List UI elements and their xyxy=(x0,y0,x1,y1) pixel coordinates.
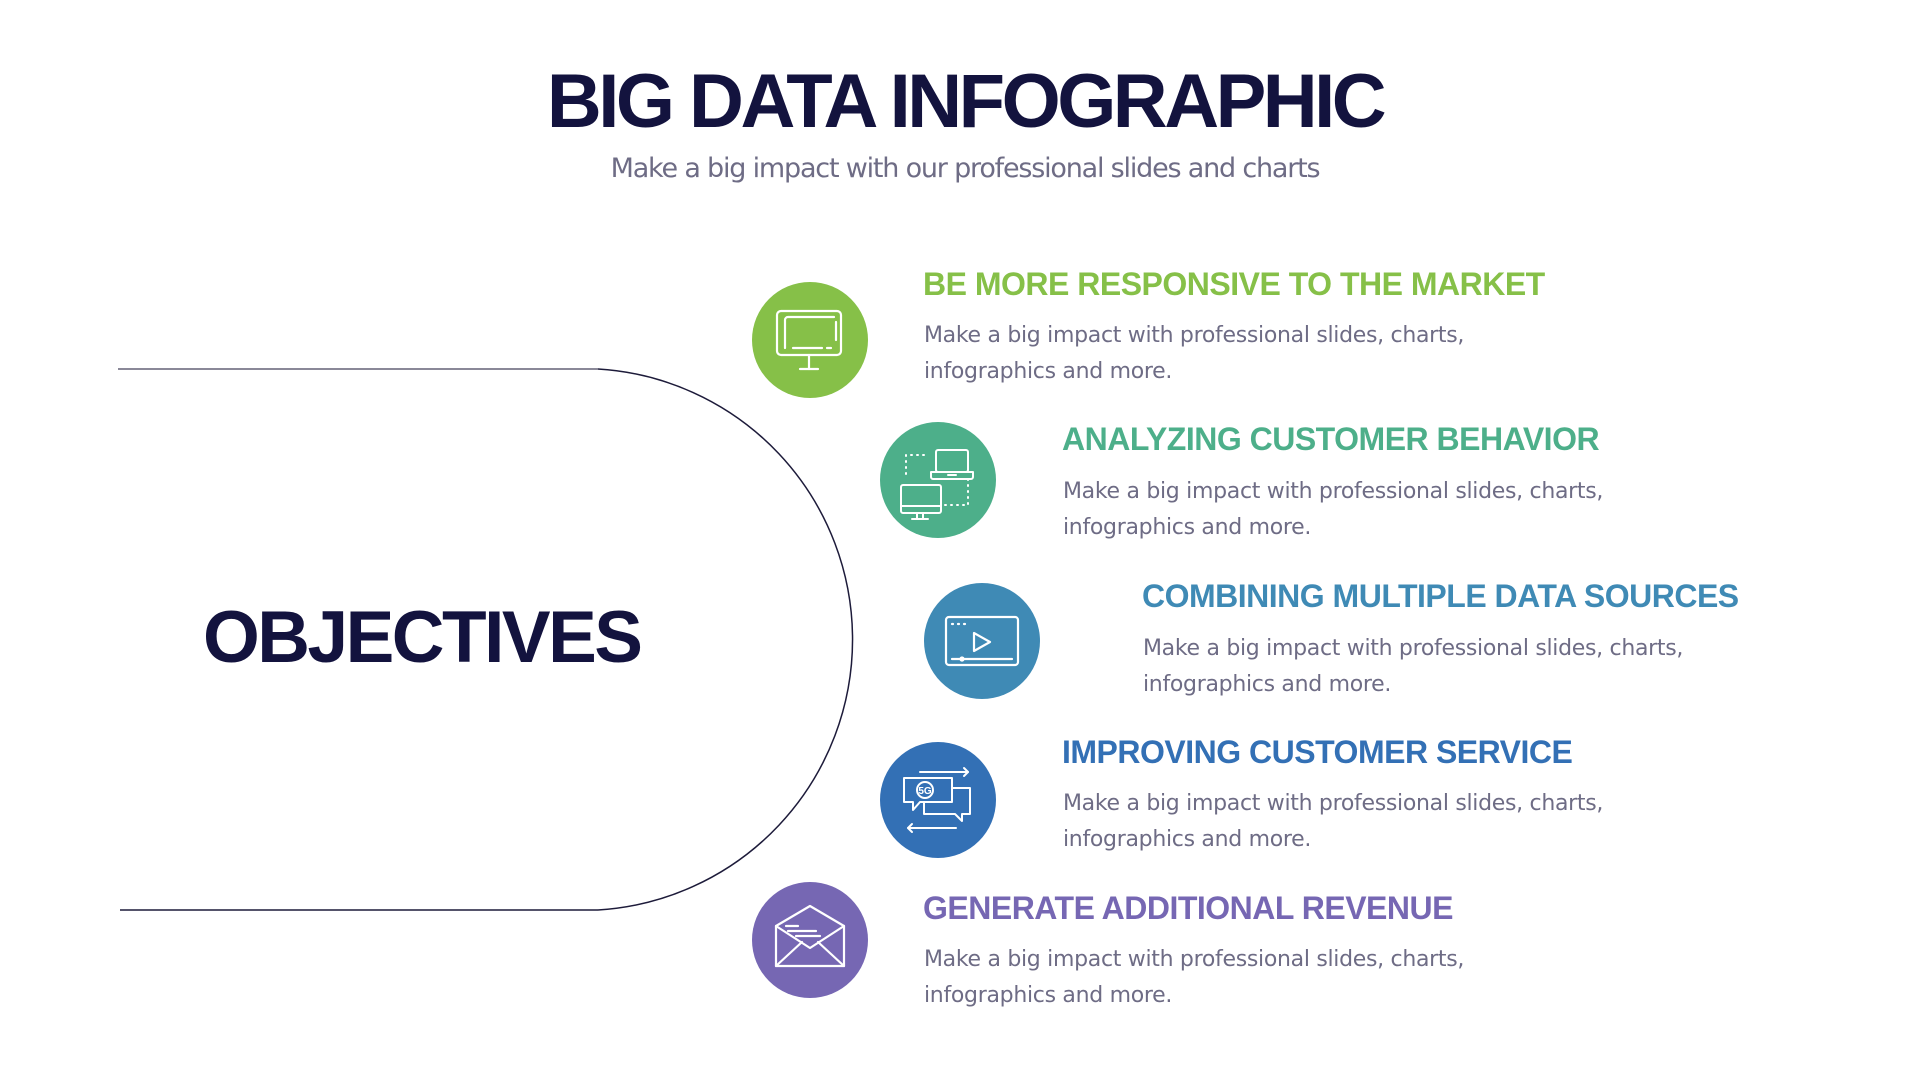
item-3-description-line-2: infographics and more. xyxy=(1143,672,1392,697)
item-2-description-line-1: Make a big impact with professional slid… xyxy=(1063,479,1604,504)
item-5-title: GENERATE ADDITIONAL REVENUE xyxy=(923,890,1453,926)
item-5-description-line-1: Make a big impact with professional slid… xyxy=(924,947,1465,972)
item-4-description-line-1: Make a big impact with professional slid… xyxy=(1063,791,1604,816)
page-subtitle: Make a big impact with our professional … xyxy=(610,153,1321,184)
item-3-description-line-1: Make a big impact with professional slid… xyxy=(1143,636,1684,661)
item-2-title: ANALYZING CUSTOMER BEHAVIOR xyxy=(1062,421,1600,457)
item-4-description: Make a big impact with professional slid… xyxy=(1063,786,1703,858)
chat-5g-icon: 5G xyxy=(903,767,971,833)
item-2-description: Make a big impact with professional slid… xyxy=(1063,474,1703,546)
objectives-label: OBJECTIVES xyxy=(203,597,643,678)
item-4-title: IMPROVING CUSTOMER SERVICE xyxy=(1062,734,1573,770)
item-4-icon-circle: 5G xyxy=(880,742,996,858)
item-3-icon-circle xyxy=(924,583,1040,699)
item-3-description: Make a big impact with professional slid… xyxy=(1143,631,1783,703)
connected-devices-icon xyxy=(900,449,974,520)
item-2-icon-circle xyxy=(880,422,996,538)
item-5-description-line-2: infographics and more. xyxy=(924,983,1173,1008)
item-2-description-line-2: infographics and more. xyxy=(1063,515,1312,540)
item-1-title: BE MORE RESPONSIVE TO THE MARKET xyxy=(923,266,1545,302)
item-3-title: COMBINING MULTIPLE DATA SOURCES xyxy=(1142,578,1739,614)
video-player-icon xyxy=(944,615,1020,667)
page-title: BIG DATA INFOGRAPHIC xyxy=(546,59,1387,144)
open-envelope-icon xyxy=(774,904,846,968)
item-1-description-line-2: infographics and more. xyxy=(924,359,1173,384)
item-1-description: Make a big impact with professional slid… xyxy=(924,318,1564,390)
svg-text:5G: 5G xyxy=(918,786,932,797)
item-1-description-line-1: Make a big impact with professional slid… xyxy=(924,323,1465,348)
item-4-description-line-2: infographics and more. xyxy=(1063,827,1312,852)
item-5-icon-circle xyxy=(752,882,868,998)
item-1-icon-circle xyxy=(752,282,868,398)
monitor-icon xyxy=(775,309,843,371)
item-5-description: Make a big impact with professional slid… xyxy=(924,942,1564,1014)
